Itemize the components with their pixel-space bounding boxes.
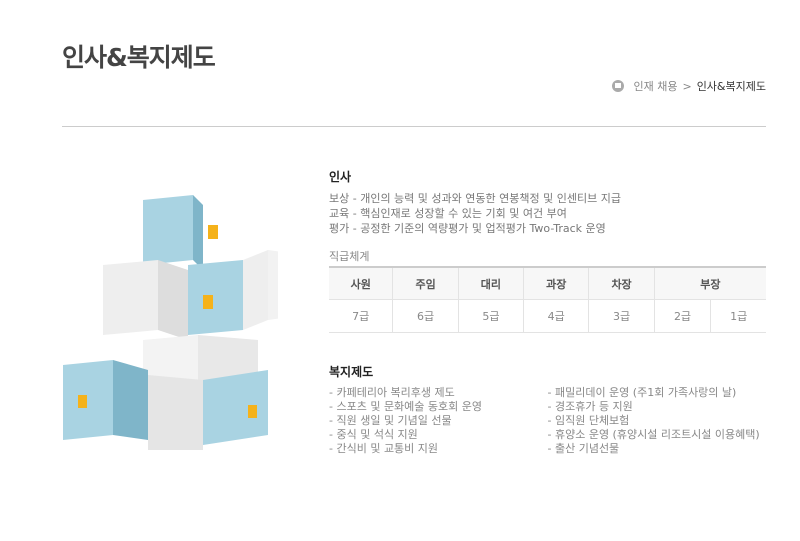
hr-line: 평가 - 공정한 기준의 역량평가 및 업적평가 Two-Track 운영: [329, 222, 606, 235]
hr-line: 교육 - 핵심인재로 성장할 수 있는 기회 및 여건 부여: [329, 207, 567, 220]
cubes-illustration: [63, 195, 278, 450]
rank-header: 과장: [523, 267, 590, 300]
list-item: - 간식비 및 교통비 지원: [329, 442, 439, 455]
grade-cell: 3급: [588, 299, 655, 333]
breadcrumb-current: 인사&복지제도: [696, 80, 766, 93]
rank-label: 직급체계: [329, 250, 370, 263]
list-item: - 카페테리아 복리후생 제도: [329, 386, 455, 399]
rank-header: 주임: [392, 267, 459, 300]
welfare-list-right: - 패밀리데이 운영 (주1회 가족사랑의 날) - 경조휴가 등 지원 - 임…: [548, 386, 767, 456]
hr-line: 보상 - 개인의 능력 및 성과와 연동한 연봉책정 및 인센티브 지급: [329, 192, 621, 205]
grade-cell: 6급: [392, 299, 459, 333]
grade-cell: 1급: [710, 299, 766, 333]
welfare-list-left: - 카페테리아 복리후생 제도 - 스포츠 및 문화예술 동호회 운영 - 직원…: [329, 386, 548, 456]
table-row: 7급 6급 5급 4급 3급 2급 1급: [329, 299, 766, 333]
grade-cell: 2급: [654, 299, 712, 333]
breadcrumb-separator: >: [682, 79, 692, 93]
hr-description: 보상 - 개인의 능력 및 성과와 연동한 연봉책정 및 인센티브 지급 교육 …: [329, 191, 766, 236]
divider: [62, 126, 766, 127]
rank-header: 사원: [329, 267, 394, 300]
table-header-row: 사원 주임 대리 과장 차장 부장: [329, 267, 766, 300]
hr-heading: 인사: [329, 170, 352, 184]
rank-header: 차장: [588, 267, 655, 300]
list-item: - 휴양소 운영 (휴양시설 리조트시설 이용혜택): [547, 428, 760, 441]
breadcrumb: 인재 채용 > 인사&복지제도: [612, 78, 766, 94]
grade-cell: 4급: [523, 299, 590, 333]
list-item: - 중식 및 석식 지원: [329, 428, 418, 441]
rank-table: 사원 주임 대리 과장 차장 부장 7급 6급 5급 4급 3급 2급 1급: [329, 266, 766, 333]
grade-cell: 5급: [458, 299, 525, 333]
breadcrumb-recruit[interactable]: 인재 채용: [633, 80, 678, 93]
grade-cell: 7급: [329, 299, 394, 333]
rank-header: 부장: [654, 267, 766, 300]
list-item: - 직원 생일 및 기념일 선물: [329, 414, 452, 427]
list-item: - 패밀리데이 운영 (주1회 가족사랑의 날): [547, 386, 737, 399]
welfare-heading: 복지제도: [329, 365, 374, 379]
list-item: - 경조휴가 등 지원: [547, 400, 633, 413]
page-title: 인사&복지제도: [62, 43, 216, 72]
list-item: - 스포츠 및 문화예술 동호회 운영: [329, 400, 483, 413]
list-item: - 임직원 단체보험: [547, 414, 630, 427]
list-item: - 출산 기념선물: [547, 442, 620, 455]
rank-header: 대리: [458, 267, 525, 300]
home-icon[interactable]: [612, 80, 625, 92]
